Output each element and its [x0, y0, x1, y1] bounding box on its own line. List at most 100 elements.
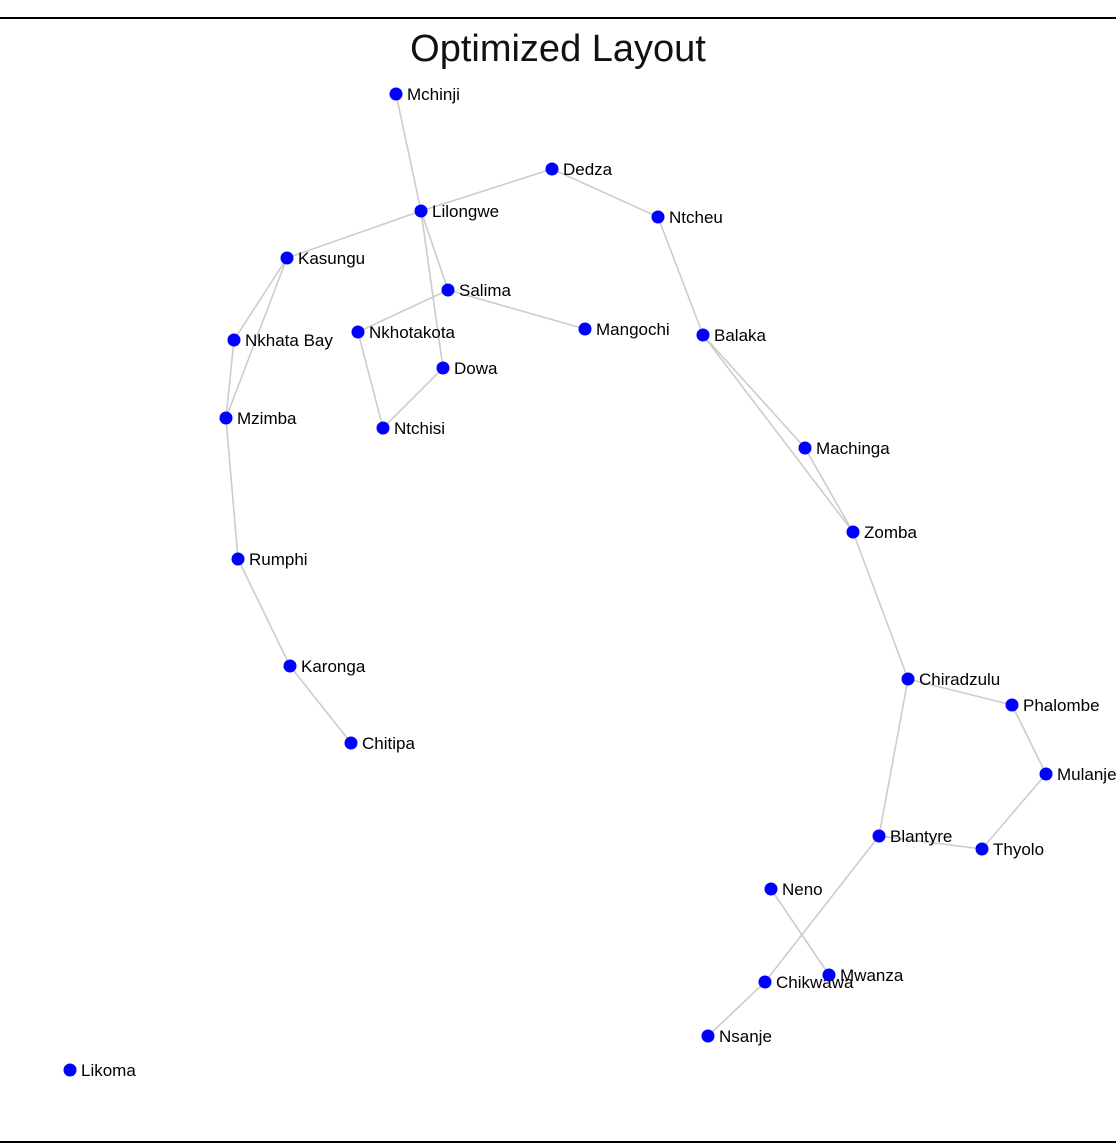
node-marker — [63, 1063, 77, 1077]
node-marker — [651, 210, 665, 224]
node-marker — [872, 829, 886, 843]
node-marker — [701, 1029, 715, 1043]
edge-lilongwe-salima — [420, 210, 449, 291]
node-nkhotakota: Nkhotakota — [351, 323, 456, 342]
edge-dedza-ntcheu — [551, 168, 659, 218]
node-salima: Salima — [441, 281, 512, 300]
node-marker — [764, 882, 778, 896]
node-marker — [436, 361, 450, 375]
node-zomba: Zomba — [846, 523, 917, 542]
edge-chiradzulu-blantyre — [878, 678, 909, 837]
diagram-title: Optimized Layout — [410, 28, 706, 70]
edge-mzimba-rumphi — [225, 417, 239, 560]
node-marker — [219, 411, 233, 425]
node-machinga: Machinga — [798, 439, 890, 458]
edge-machinga-zomba — [804, 447, 854, 533]
node-marker — [231, 552, 245, 566]
edge-kasungu-mzimba — [225, 257, 288, 419]
node-blantyre: Blantyre — [872, 827, 952, 846]
node-marker — [846, 525, 860, 539]
node-marker — [376, 421, 390, 435]
node-marker — [758, 975, 772, 989]
node-marker — [975, 842, 989, 856]
node-dedza: Dedza — [545, 160, 613, 179]
edge-salima-mangochi — [447, 289, 586, 330]
node-label: Nkhata Bay — [245, 331, 333, 350]
edge-phalombe-mulanje — [1011, 704, 1047, 775]
node-lilongwe: Lilongwe — [414, 202, 499, 221]
node-chitipa: Chitipa — [344, 734, 415, 753]
node-dowa: Dowa — [436, 359, 498, 378]
node-mangochi: Mangochi — [578, 320, 670, 339]
node-nsanje: Nsanje — [701, 1027, 772, 1046]
edge-nkhotakota-ntchisi — [357, 331, 384, 429]
node-rumphi: Rumphi — [231, 550, 308, 569]
edge-lilongwe-kasungu — [286, 210, 422, 259]
node-label: Mwanza — [840, 966, 904, 985]
node-marker — [283, 659, 297, 673]
node-label: Ntcheu — [669, 208, 723, 227]
edge-blantyre-chikwawa — [764, 835, 880, 983]
node-label: Nsanje — [719, 1027, 772, 1046]
edge-chiradzulu-phalombe — [907, 678, 1013, 706]
node-marker — [901, 672, 915, 686]
node-phalombe: Phalombe — [1005, 696, 1100, 715]
node-label: Zomba — [864, 523, 917, 542]
edge-mchinji-lilongwe — [395, 93, 422, 212]
edge-nkhata-bay-mzimba — [225, 339, 235, 419]
node-marker — [1039, 767, 1053, 781]
edge-blantyre-thyolo — [878, 835, 983, 850]
node-balaka: Balaka — [696, 326, 767, 345]
edge-salima-nkhotakota — [357, 289, 449, 333]
node-ntcheu: Ntcheu — [651, 208, 723, 227]
node-label: Phalombe — [1023, 696, 1100, 715]
node-marker — [414, 204, 428, 218]
node-kasungu: Kasungu — [280, 249, 365, 268]
node-label: Nkhotakota — [369, 323, 456, 342]
node-marker — [441, 283, 455, 297]
node-mwanza: Mwanza — [822, 966, 904, 985]
node-marker — [227, 333, 241, 347]
edge-neno-mwanza — [770, 888, 830, 976]
node-thyolo: Thyolo — [975, 840, 1044, 859]
node-label: Chiradzulu — [919, 670, 1000, 689]
node-label: Salima — [459, 281, 512, 300]
node-marker — [822, 968, 836, 982]
node-marker — [1005, 698, 1019, 712]
node-label: Lilongwe — [432, 202, 499, 221]
node-label: Neno — [782, 880, 823, 899]
node-label: Mulanje — [1057, 765, 1116, 784]
node-label: Kasungu — [298, 249, 365, 268]
edge-rumphi-karonga — [237, 558, 291, 667]
node-label: Dowa — [454, 359, 498, 378]
node-marker — [280, 251, 294, 265]
node-marker — [389, 87, 403, 101]
node-karonga: Karonga — [283, 657, 366, 676]
node-label: Mangochi — [596, 320, 670, 339]
edge-zomba-chiradzulu — [852, 531, 909, 680]
node-nkhata-bay: Nkhata Bay — [227, 331, 333, 350]
top-border — [0, 17, 1116, 19]
node-marker — [696, 328, 710, 342]
node-marker — [545, 162, 559, 176]
node-marker — [344, 736, 358, 750]
node-marker — [578, 322, 592, 336]
node-label: Chitipa — [362, 734, 415, 753]
node-label: Chikwawa — [776, 973, 854, 992]
node-label: Balaka — [714, 326, 767, 345]
edge-balaka-machinga — [702, 334, 806, 449]
edge-lilongwe-dedza — [420, 168, 553, 212]
node-label: Blantyre — [890, 827, 952, 846]
node-label: Rumphi — [249, 550, 308, 569]
node-mulanje: Mulanje — [1039, 765, 1116, 784]
node-label: Dedza — [563, 160, 613, 179]
edges-layer — [225, 93, 1047, 1037]
edge-karonga-chitipa — [289, 665, 352, 744]
node-label: Thyolo — [993, 840, 1044, 859]
node-label: Likoma — [81, 1061, 136, 1080]
node-label: Machinga — [816, 439, 890, 458]
edge-lilongwe-dowa — [420, 210, 444, 369]
node-label: Karonga — [301, 657, 366, 676]
